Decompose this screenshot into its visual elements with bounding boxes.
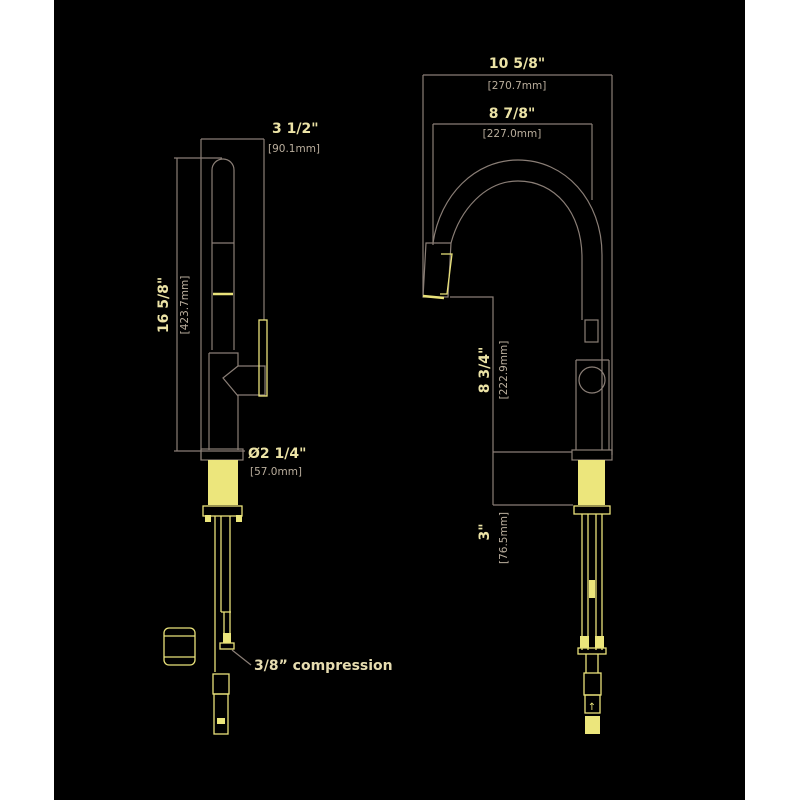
- shank: [208, 460, 238, 505]
- faucet-body: [208, 352, 266, 450]
- spout-outer: [432, 159, 603, 450]
- flow-arrow-icon: ↑: [588, 702, 596, 713]
- spray-hose: [585, 654, 599, 673]
- height-mm: [423.7mm]: [179, 276, 191, 335]
- spout-height-mm: [222.9mm]: [498, 341, 510, 400]
- spray-hose-connector: [212, 673, 230, 695]
- spray-head: [422, 242, 452, 298]
- compression-fitting: [223, 633, 231, 643]
- handle-top: [584, 319, 599, 343]
- compression-fitting: [595, 636, 604, 648]
- supply-hoses: [214, 516, 231, 672]
- compression-nut: [577, 647, 607, 655]
- mounting-foot: [205, 515, 211, 522]
- reach-inches: 10 5/8": [489, 56, 545, 72]
- hose-weight-icon: [163, 627, 196, 666]
- shank-mm: [76.5mm]: [498, 512, 510, 564]
- width-inches: 3 1/2": [272, 121, 319, 137]
- base-diameter-inches: Ø2 1/4": [248, 446, 306, 462]
- connector-end: [585, 716, 600, 734]
- base-diameter-mm: [57.0mm]: [250, 466, 302, 478]
- mounting-plate: [202, 505, 243, 517]
- width-mm: [90.1mm]: [268, 143, 320, 155]
- handle-lever: [258, 319, 268, 397]
- side-view-faucet: 3 1/2" [90.1mm] 16 5/8" [423.7mm] Ø2 1/4…: [156, 121, 393, 735]
- front-view-faucet: ↑ 10 5/8" [270.7mm] 8 7/8" [227.0mm] 8 3…: [422, 56, 613, 734]
- spout-inner: [450, 180, 583, 320]
- spray-hose-weight: [213, 693, 229, 735]
- handle-hub: [578, 366, 606, 394]
- mounting-plate: [573, 505, 611, 515]
- mounting-foot: [236, 515, 242, 522]
- spray-hose-connector: [583, 672, 602, 696]
- faucet-body: [575, 359, 610, 450]
- spout-height-inches: 8 3/4": [477, 347, 493, 394]
- height-inches: 16 5/8": [156, 277, 172, 333]
- base-flange: [571, 449, 613, 461]
- spray-button: [440, 253, 453, 295]
- compression-nut: [219, 642, 235, 650]
- spout: [211, 158, 235, 350]
- connector-clip: [217, 718, 225, 724]
- shank-inches: 3": [477, 523, 493, 540]
- compression-fitting: [580, 636, 589, 648]
- supply-hoses: [581, 514, 603, 650]
- spout-reach-inches: 8 7/8": [489, 106, 536, 122]
- handle-notch: [222, 365, 239, 397]
- hose-label: [589, 580, 595, 598]
- spout-reach-mm: [227.0mm]: [483, 128, 542, 140]
- spray-hose-weight: [584, 694, 601, 714]
- spout-height-dimension-line: [450, 296, 494, 505]
- reach-mm: [270.7mm]: [488, 80, 547, 92]
- drawing-panel: [54, 0, 745, 800]
- connection-callout: 3/8” compression: [254, 658, 393, 674]
- shank: [578, 460, 605, 505]
- spray-face: [422, 294, 445, 300]
- callout-leader: [231, 649, 252, 666]
